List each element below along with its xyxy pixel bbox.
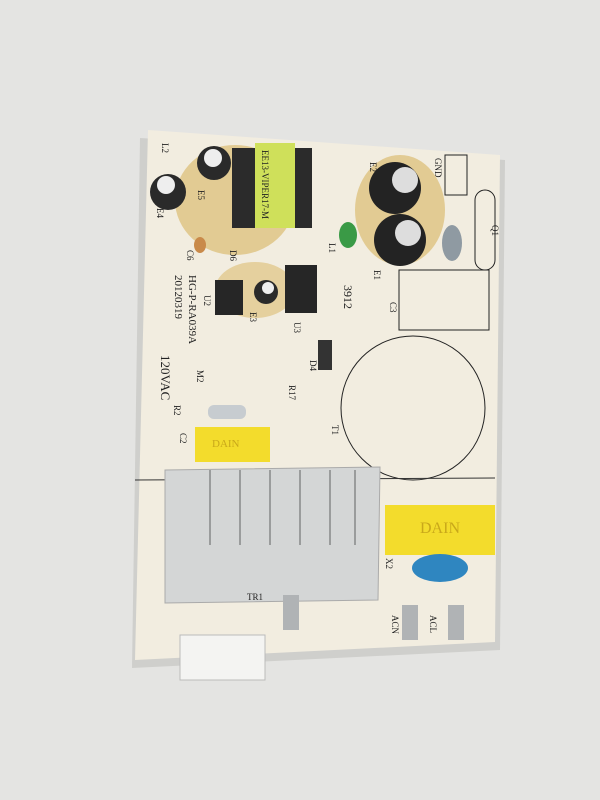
resistor — [442, 225, 462, 261]
terminal-label-acl: ACL — [428, 615, 438, 633]
label-c6: C6 — [185, 250, 195, 261]
electrolytic-capacitor — [150, 174, 186, 210]
ic-u2 — [215, 280, 243, 315]
silkscreen-outline — [340, 335, 486, 481]
terminal-label-tr1: TR1 — [247, 592, 264, 602]
spade-terminal-acn — [402, 605, 418, 640]
silkscreen-outline — [474, 189, 496, 271]
electrolytic-capacitor — [374, 214, 426, 266]
label-c2: C2 — [178, 433, 188, 444]
label-r2: R2 — [172, 405, 182, 416]
x-capacitor-x2 — [385, 505, 495, 555]
label-m2: M2 — [195, 370, 205, 383]
label-d6: D6 — [228, 250, 238, 261]
ceramic-capacitor-c6 — [194, 237, 206, 253]
board-date: 20120319 — [172, 275, 184, 319]
label-e2: E2 — [368, 162, 378, 172]
label-t1: T1 — [330, 425, 340, 435]
label-q1: Q1 — [490, 225, 500, 236]
label-x2: X2 — [384, 558, 394, 569]
capacitor-brand: DAIN — [212, 438, 240, 450]
label-r17: R17 — [287, 385, 297, 401]
capacitor-brand: DAIN — [420, 520, 460, 537]
spade-terminal-acl — [448, 605, 464, 640]
label-l1: L1 — [327, 243, 337, 253]
label-e4: E4 — [155, 208, 165, 218]
label-e5: E5 — [196, 190, 206, 200]
ic-u3 — [285, 265, 317, 313]
y-capacitor — [412, 554, 468, 582]
inductor-l1 — [339, 222, 357, 248]
silkscreen-outline — [398, 269, 490, 331]
gnd-connector-outline — [444, 154, 468, 196]
board-voltage: 120VAC — [158, 355, 173, 401]
gnd-label: GND — [433, 158, 443, 178]
electrolytic-capacitor — [369, 162, 421, 214]
label-d4: D4 — [308, 360, 318, 371]
board-model: HG-P-RA039A — [186, 275, 198, 345]
label-u2: U2 — [202, 295, 212, 306]
spade-terminal — [283, 595, 299, 630]
label-e1: E1 — [372, 270, 382, 280]
resistor-r2 — [208, 405, 246, 419]
electrolytic-capacitor — [197, 146, 231, 180]
terminal-label-acn: ACN — [390, 615, 400, 635]
x-capacitor-c2 — [195, 427, 270, 462]
diode-d4 — [318, 340, 332, 370]
wire-connector — [179, 634, 266, 681]
transformer-label: EE13-VIPER17-M — [260, 150, 270, 219]
heatsink — [164, 466, 381, 604]
heatsink-fins — [209, 470, 356, 545]
board-code: 3912 — [341, 285, 355, 309]
electrolytic-capacitor — [254, 280, 278, 304]
label-c3: C3 — [388, 302, 398, 313]
label-e3: E3 — [248, 312, 258, 322]
transformer-bobbin — [255, 143, 295, 228]
label-u3: U3 — [292, 322, 302, 333]
label-l2: L2 — [160, 143, 170, 153]
